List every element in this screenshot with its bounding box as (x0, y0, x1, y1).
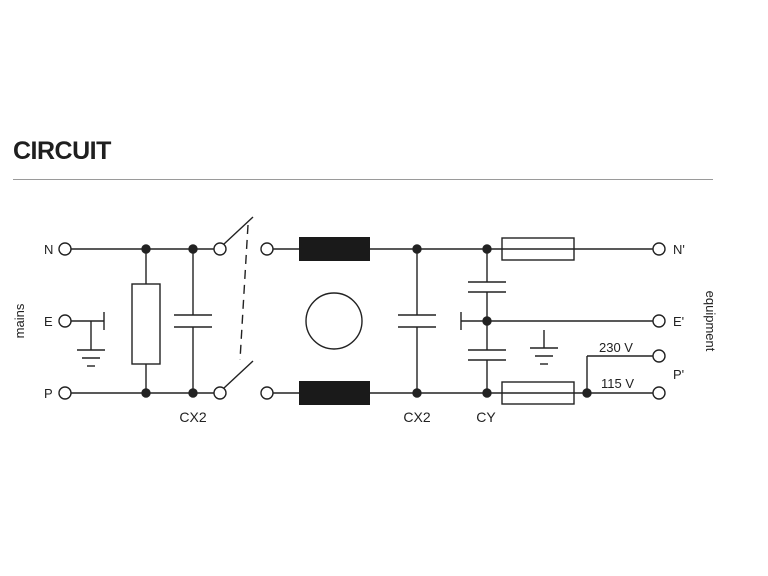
double-pole-switch (213, 216, 274, 400)
mains-label: mains (12, 303, 27, 338)
junction-dot (141, 244, 151, 254)
terminal-n-out (652, 242, 666, 256)
terminal-p-in (58, 386, 72, 400)
junction-dot (188, 388, 198, 398)
terminal-label-p: P (44, 386, 53, 401)
junction-dot (482, 388, 492, 398)
earth-rail (460, 312, 653, 330)
junction-dot (582, 388, 592, 398)
voltage-label-115: 115 V (601, 376, 634, 391)
chassis-ground-icon (530, 330, 558, 365)
capacitor-cx2-right (398, 249, 436, 393)
terminal-e-out (652, 314, 666, 328)
junction-dot (412, 244, 422, 254)
junction-dot (482, 244, 492, 254)
page-title: CIRCUIT (13, 137, 111, 165)
component-label-cx2-left: CX2 (179, 409, 206, 425)
voltage-label-230: 230 V (599, 340, 633, 355)
earth-input-ground (71, 312, 105, 367)
terminal-label-n: N (44, 242, 53, 257)
terminal-115v-out (652, 386, 666, 400)
junction-dot (188, 244, 198, 254)
terminal-e-in (58, 314, 72, 328)
junction-dot (412, 388, 422, 398)
title-divider (13, 179, 713, 180)
terminal-label-p-out: P' (673, 367, 684, 382)
component-label-cy: CY (476, 409, 496, 425)
fuse-n (501, 237, 653, 261)
terminal-230v-out (652, 349, 666, 363)
terminal-n-in (58, 242, 72, 256)
terminal-label-n-out: N' (673, 242, 685, 257)
terminal-label-e-out: E' (673, 314, 684, 329)
voltage-selector-branch (586, 355, 653, 393)
fuse-p (501, 381, 653, 405)
junction-dot (141, 388, 151, 398)
bleeder-resistor (131, 249, 161, 393)
common-mode-choke (299, 237, 370, 405)
capacitor-cx2-left (174, 249, 212, 393)
equipment-label: equipment (703, 291, 718, 352)
component-label-cx2-right: CX2 (403, 409, 430, 425)
terminal-label-e: E (44, 314, 53, 329)
